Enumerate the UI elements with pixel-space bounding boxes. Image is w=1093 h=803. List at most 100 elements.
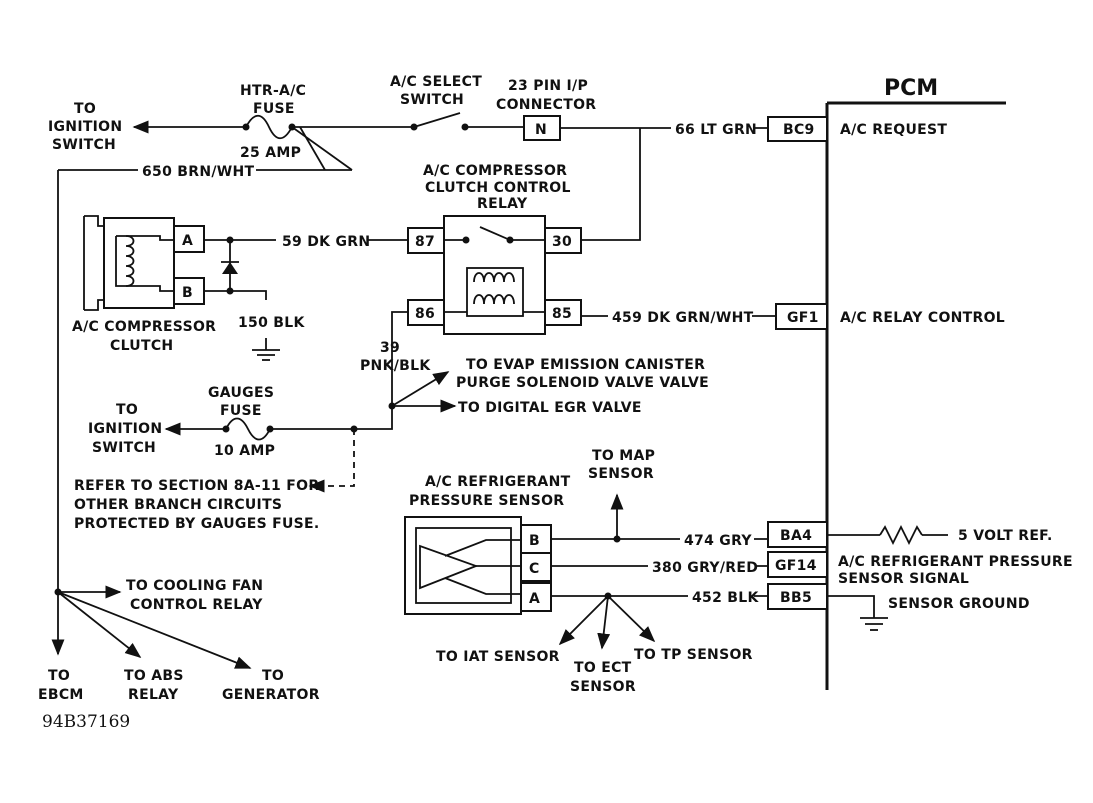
egr-label: TO DIGITAL EGR VALVE (458, 400, 642, 416)
sensor-pin-a: A (529, 591, 540, 607)
arrow-to-generator (57, 591, 252, 669)
pcm-pin-gf14-label-1: A/C REFRIGERANT PRESSURE (838, 554, 1073, 570)
ignition-bottom-label-1: TO (116, 402, 138, 418)
arrow-to-evap (391, 371, 450, 407)
refer-label-1: REFER TO SECTION 8A-11 FOR (74, 478, 319, 494)
pcm-pin-gf14: GF14 (775, 558, 817, 574)
relay-coil-bottom (473, 294, 515, 305)
pressure-sensor-amp (419, 544, 479, 590)
pcm-pin-gf14-label-2: SENSOR SIGNAL (838, 571, 969, 587)
relay-title-3: RELAY (477, 196, 528, 212)
wire-relay30-to-connector (581, 128, 641, 241)
wire-39-label-1: 39 (380, 340, 400, 356)
pressure-sensor-label-2: PRESSURE SENSOR (409, 493, 564, 509)
wire-380-label: 380 GRY/RED (652, 560, 758, 576)
sensor-pin-c: C (529, 561, 540, 577)
generator-label-2: GENERATOR (222, 687, 320, 703)
wire-39 (391, 311, 408, 406)
dashed-branch (308, 429, 355, 493)
switch-blade (413, 112, 461, 128)
ebcm-label-2: EBCM (38, 687, 84, 703)
arrow-to-tp (607, 595, 656, 643)
relay-body (443, 215, 546, 335)
fan-label-1: TO COOLING FAN (126, 578, 263, 594)
pcm-pin-bc9-box (767, 116, 828, 142)
pcm-pin-ba4-label: 5 VOLT REF. (958, 528, 1053, 544)
wire-452-label: 452 BLK (692, 590, 759, 606)
sensor-pin-b: B (529, 533, 540, 549)
clutch-label-1: A/C COMPRESSOR (72, 319, 216, 335)
pcm-pin-bc9-label: A/C REQUEST (840, 122, 947, 138)
ignition-top-label-2: IGNITION (48, 119, 122, 135)
ip-connector-label-2: CONNECTOR (496, 97, 596, 113)
relay-title-2: CLUTCH CONTROL (425, 180, 571, 196)
clutch-pin-a-box (173, 225, 205, 253)
ip-connector-label-1: 23 PIN I/P (508, 78, 588, 94)
map-label-2: SENSOR (588, 466, 654, 482)
sensor-pin-a-box (520, 582, 552, 612)
fan-label-2: CONTROL RELAY (130, 597, 263, 613)
wire-39-label-2: PNK/BLK (360, 358, 431, 374)
pcm-title: PCM (884, 76, 938, 101)
relay-coil-frame (466, 267, 524, 317)
resistor-symbol (879, 524, 923, 546)
wire-splice-650 (291, 126, 353, 171)
pcm-pin-gf14-box (767, 551, 828, 578)
ignition-top-label-3: SWITCH (52, 137, 116, 153)
ebcm-label-1: TO (48, 668, 70, 684)
refer-label-3: PROTECTED BY GAUGES FUSE. (74, 516, 320, 532)
htr-fuse-symbol (245, 114, 293, 140)
relay-pin-86: 86 (415, 306, 435, 322)
pcm-pin-gf1-label: A/C RELAY CONTROL (840, 310, 1005, 326)
pcm-pin-gf1-box (775, 303, 828, 330)
pcm-pin-bb5-label: SENSOR GROUND (888, 596, 1030, 612)
clutch-pin-a: A (182, 233, 193, 249)
relay-pin-30: 30 (552, 234, 572, 250)
ignition-top-label-1: TO (74, 101, 96, 117)
tp-label: TO TP SENSOR (634, 647, 753, 663)
ip-connector-box (523, 115, 561, 141)
pcm-pin-bb5: BB5 (780, 590, 812, 606)
iat-label: TO IAT SENSOR (436, 649, 560, 665)
ect-label-1: TO ECT (574, 660, 632, 676)
refer-label-2: OTHER BRANCH CIRCUITS (74, 497, 282, 513)
relay-pin-85: 85 (552, 306, 572, 322)
wire-459-label: 459 DK GRN/WHT (612, 310, 754, 326)
gauges-fuse-symbol (225, 417, 271, 441)
ignition-bottom-label-2: IGNITION (88, 421, 162, 437)
arrow-to-abs (57, 591, 142, 659)
ignition-bottom-label-3: SWITCH (92, 440, 156, 456)
clutch-body (103, 217, 175, 309)
wire-39-to-gauges (270, 406, 393, 430)
relay-title-1: A/C COMPRESSOR (423, 163, 567, 179)
arrow-to-iat (558, 595, 609, 646)
abs-label-2: RELAY (128, 687, 179, 703)
pressure-sensor-label-1: A/C REFRIGERANT (425, 474, 571, 490)
ect-label-2: SENSOR (570, 679, 636, 695)
clutch-coil (115, 235, 135, 287)
ip-connector-pin: N (535, 122, 547, 138)
relay-pin-87: 87 (415, 234, 435, 250)
htr-fuse-label-2: FUSE (253, 101, 295, 117)
abs-label-1: TO ABS (124, 668, 184, 684)
relay-coil-top (473, 272, 515, 283)
wire-splice-650b (299, 126, 326, 171)
relay-contact-87 (462, 236, 470, 244)
map-label-1: TO MAP (592, 448, 655, 464)
relay-contact-blade (479, 226, 511, 241)
wire-150 (204, 290, 267, 300)
pcm-pin-bc9: BC9 (783, 122, 815, 138)
gauges-fuse-rating: 10 AMP (214, 443, 275, 459)
generator-label-1: TO (262, 668, 284, 684)
wire-66-label: 66 LT GRN (675, 122, 757, 138)
clutch-label-2: CLUTCH (110, 338, 173, 354)
diode-symbol (222, 262, 238, 274)
wire-59-label: 59 DK GRN (282, 234, 370, 250)
figure-code: 94B37169 (42, 712, 130, 732)
gauges-fuse-label-1: GAUGES (208, 385, 274, 401)
gauges-fuse-label-2: FUSE (220, 403, 262, 419)
wire-650-label: 650 BRN/WHT (142, 164, 255, 180)
pcm-pin-gf1: GF1 (787, 310, 819, 326)
